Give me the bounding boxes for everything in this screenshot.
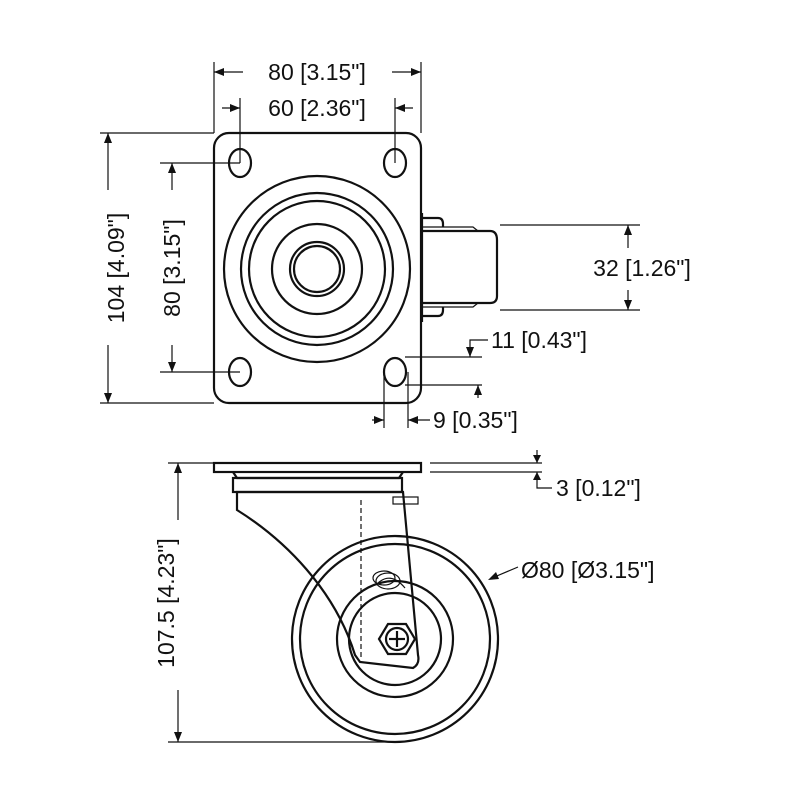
axle-nut-icon bbox=[377, 622, 417, 656]
wheel-diameter-label: Ø80 [Ø3.15"] bbox=[521, 557, 654, 583]
fork-bracket bbox=[235, 490, 420, 670]
grease-fitting-icon bbox=[372, 570, 406, 590]
swivel-lock-tab bbox=[392, 496, 419, 505]
slot-width-label: 9 [0.35"] bbox=[433, 407, 518, 433]
plate-thickness-label: 3 [0.12"] bbox=[556, 475, 641, 501]
dimension-labels: 80 [3.15"] 60 [2.36"] 104 [4.09"] 80 [3.… bbox=[103, 59, 691, 668]
wheel-width-label: 32 [1.26"] bbox=[593, 255, 691, 281]
hole-spacing-x-label: 60 [2.36"] bbox=[268, 95, 366, 121]
mounting-hole bbox=[382, 356, 408, 388]
swivel-ring bbox=[231, 476, 404, 494]
top-view bbox=[212, 131, 499, 405]
plate-width-label: 80 [3.15"] bbox=[268, 59, 366, 85]
hole-spacing-y-label: 80 [3.15"] bbox=[159, 219, 185, 317]
swivel-bearing bbox=[222, 174, 412, 364]
slot-length-label: 11 [0.43"] bbox=[491, 327, 587, 353]
overall-height-label: 107.5 [4.23"] bbox=[153, 538, 179, 668]
plate-length-label: 104 [4.09"] bbox=[103, 213, 129, 323]
plate-side bbox=[212, 461, 423, 474]
dimension-lines bbox=[100, 62, 640, 743]
mounting-holes bbox=[227, 147, 408, 388]
side-view bbox=[212, 461, 500, 744]
wheel-top-view bbox=[420, 213, 499, 322]
wheel bbox=[290, 534, 500, 744]
